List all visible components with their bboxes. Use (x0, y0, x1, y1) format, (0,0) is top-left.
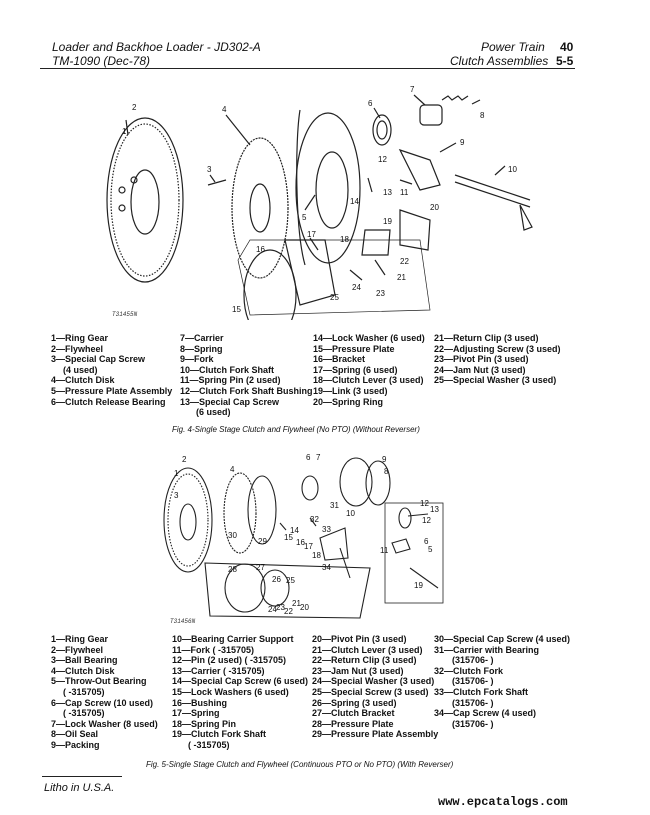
svg-text:13: 13 (383, 188, 392, 197)
svg-text:19: 19 (383, 217, 392, 226)
header-manual-id: TM-1090 (Dec-78) (52, 54, 151, 68)
svg-text:9: 9 (382, 455, 387, 464)
svg-text:T31455N: T31455N (112, 311, 138, 318)
svg-text:15: 15 (232, 305, 241, 314)
svg-text:26: 26 (272, 575, 281, 584)
svg-text:25: 25 (330, 293, 339, 302)
svg-text:18: 18 (340, 235, 349, 244)
figure-5-legend-col1: 1—Ring Gear 2—Flywheel 3—Ball Bearing 4—… (51, 634, 158, 750)
figure-5-legend-col2: 10—Bearing Carrier Support 11—Fork ( -31… (172, 634, 309, 750)
figure-5-legend-col4: 30—Special Cap Screw (4 used) 31—Carrier… (434, 634, 571, 729)
figure-4-legend-col2: 7—Carrier 8—Spring 9—Fork 10—Clutch Fork… (180, 333, 313, 418)
svg-text:24: 24 (352, 283, 361, 292)
svg-text:3: 3 (207, 165, 212, 174)
svg-text:9: 9 (460, 138, 465, 147)
footer-divider (42, 776, 122, 777)
svg-text:20: 20 (430, 203, 439, 212)
svg-text:6: 6 (368, 99, 373, 108)
svg-text:7: 7 (410, 85, 415, 94)
flywheel-shape (106, 117, 184, 283)
svg-text:23: 23 (276, 603, 285, 612)
svg-text:14: 14 (350, 197, 359, 206)
svg-text:1: 1 (122, 127, 127, 136)
figure-4-caption: Fig. 4-Single Stage Clutch and Flywheel … (172, 425, 420, 434)
svg-text:10: 10 (508, 165, 517, 174)
svg-text:8: 8 (480, 111, 485, 120)
svg-text:12: 12 (420, 499, 429, 508)
header-divider (40, 68, 575, 69)
svg-text:8: 8 (384, 467, 389, 476)
header-section: Power Train (481, 40, 545, 54)
svg-text:2: 2 (182, 455, 187, 464)
svg-text:29: 29 (258, 537, 267, 546)
figure-4-legend-col3: 14—Lock Washer (6 used) 15—Pressure Plat… (313, 333, 425, 407)
svg-text:7: 7 (316, 453, 321, 462)
svg-text:5: 5 (302, 213, 307, 222)
svg-text:12: 12 (422, 516, 431, 525)
pressure-plate-lower-shape (243, 249, 297, 320)
footer-url[interactable]: www.epcatalogs.com (438, 795, 568, 809)
svg-text:1: 1 (174, 469, 179, 478)
svg-text:22: 22 (400, 257, 409, 266)
figure-4-legend-col4: 21—Return Clip (3 used) 22—Adjusting Scr… (434, 333, 561, 386)
ring-gear-shape (110, 123, 180, 277)
svg-text:24: 24 (268, 605, 277, 614)
svg-text:16: 16 (256, 245, 265, 254)
figure-5-caption: Fig. 5-Single Stage Clutch and Flywheel … (146, 760, 454, 769)
svg-text:28: 28 (228, 565, 237, 574)
clutch-disk-shape (231, 137, 289, 279)
svg-text:19: 19 (414, 581, 423, 590)
svg-text:16: 16 (296, 538, 305, 547)
svg-text:3: 3 (174, 491, 179, 500)
svg-text:18: 18 (312, 551, 321, 560)
svg-text:12: 12 (378, 155, 387, 164)
flywheel-shape (163, 467, 213, 573)
svg-text:14: 14 (290, 526, 299, 535)
svg-text:27: 27 (256, 563, 265, 572)
svg-text:17: 17 (304, 542, 313, 551)
svg-text:21: 21 (292, 599, 301, 608)
svg-text:34: 34 (322, 563, 331, 572)
svg-text:23: 23 (376, 289, 385, 298)
svg-text:2: 2 (132, 103, 137, 112)
figure-5-tag: T31456N (170, 618, 196, 625)
header-page-number: 40 (560, 40, 574, 54)
svg-text:5: 5 (428, 545, 433, 554)
svg-text:6: 6 (306, 453, 311, 462)
figure-4-exploded-view: 2 1 4 3 5 6 7 8 9 10 11 12 13 14 15 16 1… (106, 85, 533, 320)
svg-text:17: 17 (307, 230, 316, 239)
svg-text:T31456N: T31456N (170, 618, 196, 625)
header-sub-page: 5-5 (556, 54, 574, 68)
svg-text:13: 13 (430, 505, 439, 514)
figure-4-legend-col1: 1—Ring Gear 2—Flywheel 3—Special Cap Scr… (51, 333, 173, 407)
svg-text:30: 30 (228, 531, 237, 540)
svg-text:15: 15 (284, 533, 293, 542)
svg-text:25: 25 (286, 576, 295, 585)
figure-5-legend-col3: 20—Pivot Pin (3 used) 21—Clutch Lever (3… (312, 634, 439, 740)
figure-4-tag: T31455N (112, 311, 138, 318)
figure-5-exploded-view: 2 1 4 3 6 7 9 8 31 10 32 33 14 16 17 15 … (163, 453, 444, 619)
svg-text:22: 22 (284, 607, 293, 616)
svg-text:32: 32 (310, 515, 319, 524)
svg-text:21: 21 (397, 273, 406, 282)
svg-text:33: 33 (322, 525, 331, 534)
header-subsection: Clutch Assemblies (450, 54, 549, 68)
svg-text:11: 11 (400, 188, 409, 197)
footer-litho: Litho in U.S.A. (44, 782, 115, 794)
svg-text:6: 6 (424, 537, 429, 546)
header-title: Loader and Backhoe Loader - JD302-A (52, 40, 261, 54)
svg-text:4: 4 (222, 105, 227, 114)
svg-text:31: 31 (330, 501, 339, 510)
svg-text:4: 4 (230, 465, 235, 474)
svg-text:10: 10 (346, 509, 355, 518)
svg-text:20: 20 (300, 603, 309, 612)
pressure-plate-shape (295, 112, 361, 264)
svg-text:11: 11 (380, 546, 389, 555)
